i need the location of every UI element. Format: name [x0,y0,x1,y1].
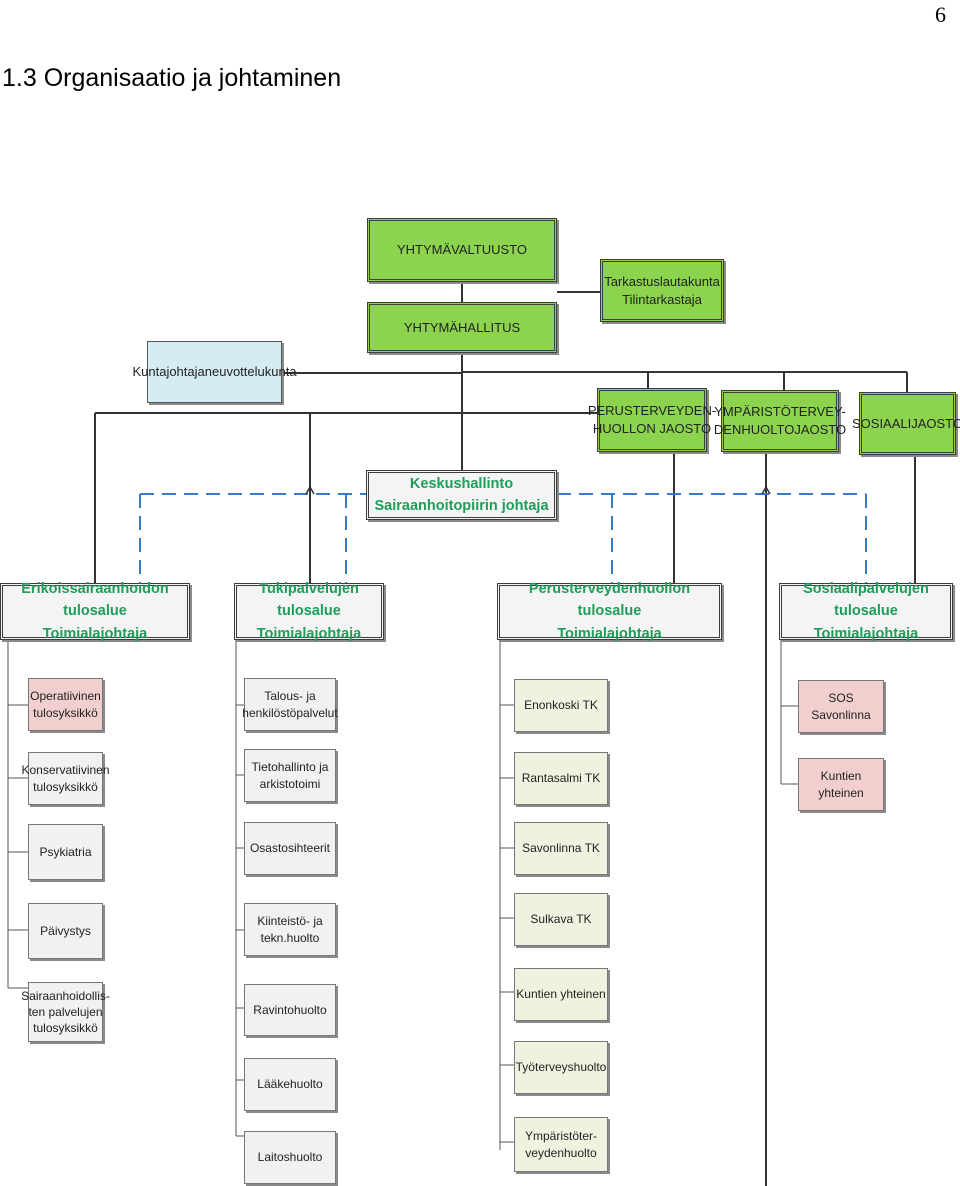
area-social-services: Sosiaalipalvelujen tulosalue Toimialajoh… [779,581,953,642]
unit-primary-4: Kuntien yhteinen [514,968,608,1021]
unit-support-4: Ravintohuolto [244,984,336,1036]
board-box: YHTYMÄHALLITUS [367,302,557,353]
audit-box: Tarkastuslautakunta Tilintarkastaja [600,259,724,322]
unit-support-1: Tietohallinto ja arkistotoimi [244,749,336,802]
area-support-services: Tukipalvelujen tulosalue Toimialajohtaja [234,581,384,642]
unit-social-0: SOS Savonlinna [798,680,884,733]
area-specialist-care: Erikoissairaanhoidon tulosalue Toimialaj… [0,581,190,642]
unit-specialist-0: Operatiivinen tulosyksikkö [28,678,103,731]
unit-primary-3: Sulkava TK [514,893,608,946]
unit-support-6: Laitoshuolto [244,1131,336,1184]
unit-primary-1: Rantasalmi TK [514,752,608,805]
unit-primary-2: Savonlinna TK [514,822,608,875]
page-heading: 1.3 Organisaatio ja johtaminen [2,64,342,92]
unit-social-1: Kuntien yhteinen [798,758,884,811]
central-administration-box: Keskushallinto Sairaanhoitopiirin johtaj… [366,470,557,520]
unit-primary-5: Työterveyshuolto [514,1041,608,1094]
municipal-committee-box: Kuntajohtajaneuvottelukunta [132,341,297,403]
committee-social: SOSIAALIJAOSTO [852,392,960,455]
unit-support-2: Osastosihteerit [244,822,336,875]
unit-specialist-1: Konservatiivinen tulosyksikkö [21,752,110,805]
area-primary-care: Perusterveydenhuollon tulosalue Toimiala… [497,581,722,642]
page-number: 6 [935,2,946,27]
unit-support-5: Lääkehuolto [244,1058,336,1111]
committee-health: PERUSTERVEYDEN- HUOLLON JAOSTO [588,388,716,452]
unit-primary-0: Enonkoski TK [514,679,608,732]
unit-specialist-3: Päivystys [28,903,103,959]
unit-support-0: Talous- ja henkilöstöpalvelut [242,678,338,731]
committee-environment: YMPÄRISTÖTERVEY- DENHUOLTOJAOSTO [714,390,846,452]
council-box: YHTYMÄVALTUUSTO [367,218,557,282]
unit-primary-6: Ympäristöter- veydenhuolto [514,1117,608,1172]
unit-support-3: Kiinteistö- ja tekn.huolto [244,903,336,956]
unit-specialist-4: Sairaanhoidollis- ten palvelujen tulosyk… [21,982,110,1042]
unit-specialist-2: Psykiatria [28,824,103,880]
